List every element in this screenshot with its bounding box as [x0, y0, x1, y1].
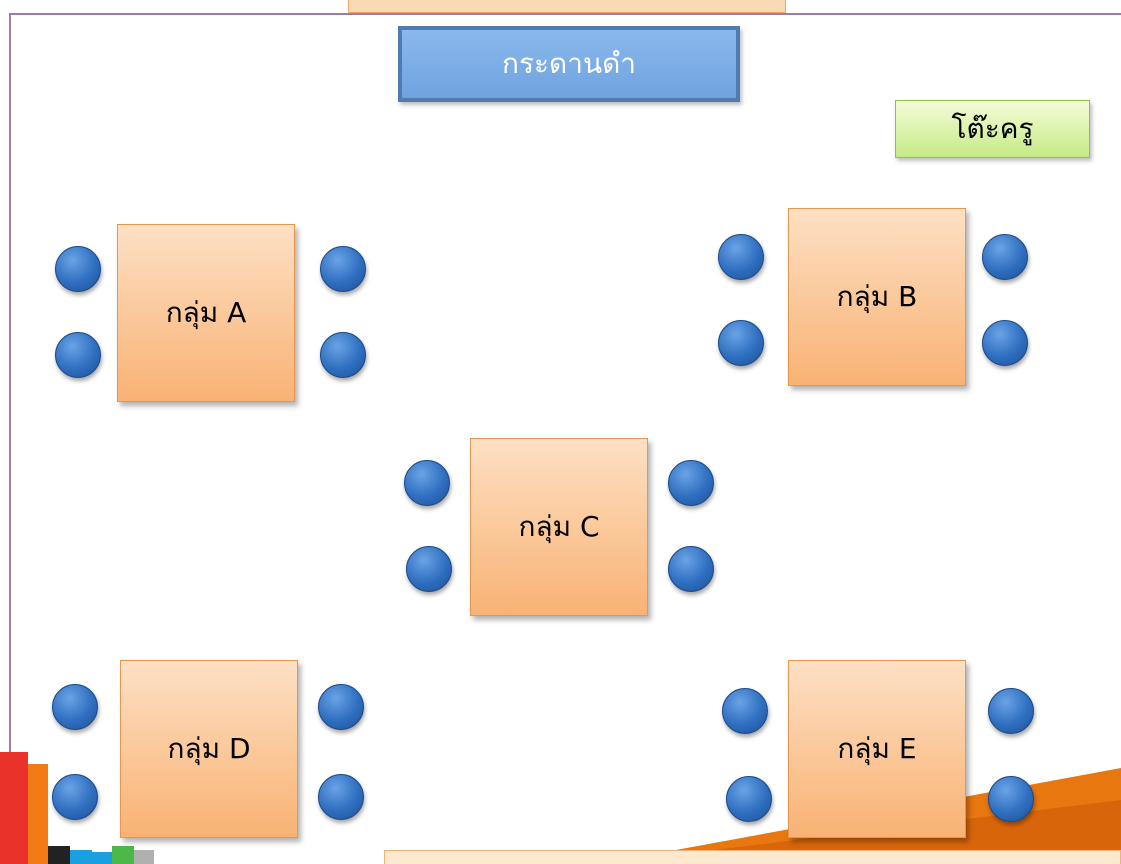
teacher-desk-label: โต๊ะครู [951, 112, 1034, 145]
seat-icon [718, 234, 764, 280]
seat-icon [668, 460, 714, 506]
seat-icon [55, 246, 101, 292]
blackboard-label: กระดานดำ [502, 47, 636, 80]
seat-icon [318, 774, 364, 820]
table-label: กลุ่ม B [836, 280, 918, 313]
logo-bars-decoration [0, 752, 154, 864]
seat-icon [52, 774, 98, 820]
table-group-e: กลุ่ม E [788, 660, 966, 838]
blackboard: กระดานดำ [398, 26, 740, 102]
table-label: กลุ่ม D [167, 732, 251, 765]
room-border [9, 13, 1121, 864]
seat-icon [988, 688, 1034, 734]
table-group-b: กลุ่ม B [788, 208, 966, 386]
table-group-c: กลุ่ม C [470, 438, 648, 616]
seat-icon [404, 460, 450, 506]
top-tab-decoration [348, 0, 786, 13]
seat-icon [320, 246, 366, 292]
table-group-d: กลุ่ม D [120, 660, 298, 838]
seat-icon [982, 320, 1028, 366]
seat-icon [988, 776, 1034, 822]
seat-icon [406, 546, 452, 592]
seat-icon [726, 776, 772, 822]
seat-icon [52, 684, 98, 730]
seat-icon [320, 332, 366, 378]
table-label: กลุ่ม A [165, 296, 247, 329]
table-label: กลุ่ม E [837, 732, 917, 765]
bottom-bar-decoration [384, 850, 1121, 864]
seat-icon [722, 688, 768, 734]
table-label: กลุ่ม C [518, 510, 600, 543]
table-group-a: กลุ่ม A [117, 224, 295, 402]
seat-icon [668, 546, 714, 592]
seat-icon [55, 332, 101, 378]
teacher-desk: โต๊ะครู [895, 100, 1090, 158]
seat-icon [318, 684, 364, 730]
seat-icon [718, 320, 764, 366]
seat-icon [982, 234, 1028, 280]
